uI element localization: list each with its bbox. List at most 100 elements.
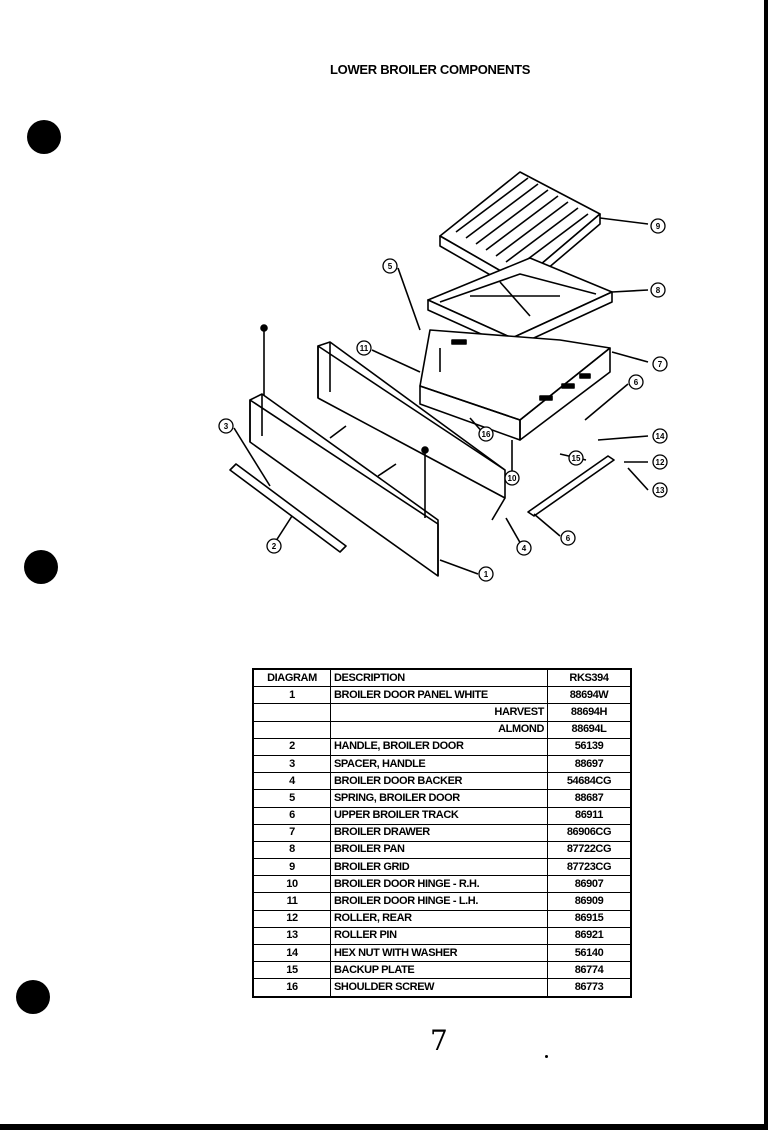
callout-label: 13 — [656, 486, 665, 495]
part-description: HEX NUT WITH WASHER — [330, 943, 548, 963]
diagram-number — [252, 703, 331, 722]
part-number: 54684CG — [547, 772, 632, 791]
callout-label: 6 — [566, 534, 571, 543]
diagram-number: 10 — [252, 875, 331, 894]
callout-label: 11 — [360, 344, 369, 353]
part-number: 86915 — [547, 909, 632, 928]
diagram-number: 13 — [252, 926, 331, 946]
diagram-number: 4 — [252, 772, 331, 791]
part-description: ROLLER PIN — [330, 926, 548, 946]
part-description: BROILER GRID — [330, 858, 548, 877]
callout-label: 1 — [484, 570, 489, 579]
part-description: SHOULDER SCREW — [330, 978, 548, 998]
part-number: 88694H — [547, 703, 632, 722]
part-number: 88694L — [547, 720, 632, 739]
diagram-number: 2 — [252, 737, 331, 756]
callout-label: 7 — [658, 360, 663, 369]
exploded-parts-diagram: 9 8 7 5 6 11 3 16 10 14 12 13 15 4 6 2 1 — [218, 171, 668, 582]
part-number: 86773 — [547, 978, 632, 998]
broiler-door-backer — [317, 341, 506, 521]
part-number: 86774 — [547, 961, 632, 980]
part-description: BROILER DOOR BACKER — [330, 772, 548, 791]
diagram-number: 6 — [252, 806, 331, 825]
callout-label: 9 — [656, 222, 661, 231]
callout-label: 4 — [522, 544, 527, 553]
part-description: BROILER DOOR HINGE - R.H. — [330, 875, 548, 894]
part-description: HANDLE, BROILER DOOR — [330, 737, 548, 756]
callout-label: 15 — [572, 454, 581, 463]
diagram-number: 14 — [252, 943, 331, 963]
part-description: ROLLER, REAR — [330, 909, 548, 928]
part-number: 86909 — [547, 892, 632, 911]
diagram-number: 11 — [252, 892, 331, 911]
part-number: 56139 — [547, 737, 632, 756]
part-number: 86906CG — [547, 823, 632, 842]
diagram-number: 5 — [252, 789, 331, 808]
diagram-number: 3 — [252, 754, 331, 774]
callout-label: 5 — [388, 262, 393, 271]
column-header-description: DESCRIPTION — [330, 668, 548, 688]
broiler-door-panel — [249, 393, 439, 577]
diagram-number: 9 — [252, 858, 331, 877]
punch-hole-bottom — [16, 980, 50, 1014]
part-description: BROILER DOOR PANEL WHITE — [330, 686, 548, 705]
diagram-number: 1 — [252, 686, 331, 705]
callout-label: 10 — [508, 474, 517, 483]
column-header-diagram: DIAGRAM — [252, 668, 331, 688]
page-title: LOWER BROILER COMPONENTS — [330, 62, 531, 77]
part-number: 86907 — [547, 875, 632, 894]
part-description: BROILER PAN — [330, 840, 548, 860]
diagram-number: 8 — [252, 840, 331, 860]
diagram-number: 12 — [252, 909, 331, 928]
callout-label: 6 — [634, 378, 639, 387]
part-number: 88687 — [547, 789, 632, 808]
callout-label: 2 — [272, 542, 277, 551]
part-number: 86921 — [547, 926, 632, 946]
part-number: 88694W — [547, 686, 632, 705]
stray-dot — [545, 1055, 548, 1058]
callout-label: 16 — [482, 430, 491, 439]
part-number: 56140 — [547, 943, 632, 963]
punch-hole-top — [27, 120, 61, 154]
part-number: 86911 — [547, 806, 632, 825]
handwritten-page-mark: 7 — [430, 1024, 448, 1057]
diagram-number: 7 — [252, 823, 331, 842]
part-description: BROILER DRAWER — [330, 823, 548, 842]
table-header-row: DIAGRAM DESCRIPTION RKS394 — [252, 668, 632, 688]
part-description: HARVEST — [330, 703, 548, 722]
part-description: SPACER, HANDLE — [330, 754, 548, 774]
part-description: ALMOND — [330, 720, 548, 739]
callout-label: 14 — [656, 432, 665, 441]
part-description: BROILER DOOR HINGE - L.H. — [330, 892, 548, 911]
broiler-drawer — [419, 329, 611, 441]
callout-label: 3 — [224, 422, 229, 431]
callout-label: 12 — [656, 458, 665, 467]
part-number: 87722CG — [547, 840, 632, 860]
diagram-number: 16 — [252, 978, 331, 998]
part-number: 87723CG — [547, 858, 632, 877]
diagram-number — [252, 720, 331, 739]
part-description: BACKUP PLATE — [330, 961, 548, 980]
broiler-door-handle — [229, 463, 347, 553]
column-header-part-number: RKS394 — [547, 668, 632, 688]
